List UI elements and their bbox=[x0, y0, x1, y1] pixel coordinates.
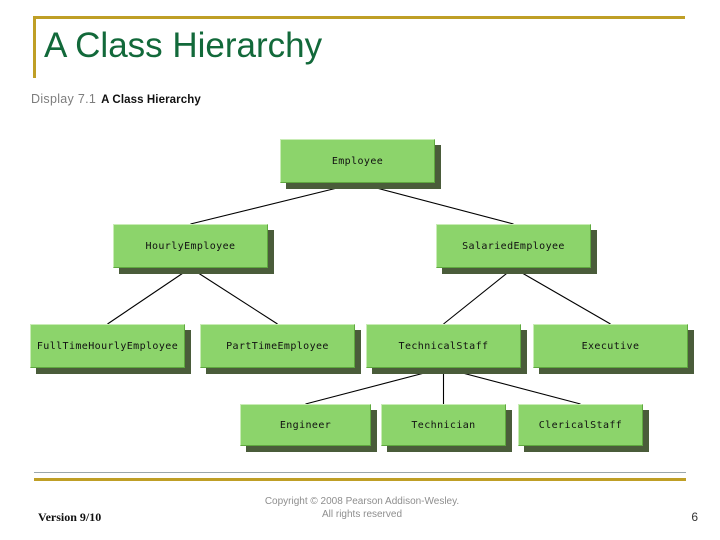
connector-layer bbox=[107, 182, 611, 405]
connector-employee-to-hourly-employee bbox=[190, 182, 358, 225]
footer-copyright-line-2: All rights reserved bbox=[321, 509, 403, 520]
slide-title-area: A Class Hierarchy bbox=[0, 0, 720, 86]
class-node-label: ClericalStaff bbox=[538, 419, 623, 431]
connector-technical-staff-to-engineer bbox=[305, 367, 444, 405]
class-node-salaried-employee[interactable]: SalariedEmployee bbox=[436, 224, 591, 268]
footer-gold-rule bbox=[34, 478, 686, 481]
class-node-parttime-employee[interactable]: PartTimeEmployee bbox=[200, 324, 355, 368]
class-node-label: HourlyEmployee bbox=[145, 240, 236, 252]
footer-copyright: Copyright © 2008 Pearson Addison-Wesley.… bbox=[232, 495, 492, 521]
display-caption-number: Display 7.1 bbox=[31, 92, 97, 106]
title-top-rule bbox=[33, 16, 685, 19]
slide-footer: Version 9/10 Copyright © 2008 Pearson Ad… bbox=[0, 472, 720, 540]
class-node-label: Employee bbox=[331, 155, 384, 167]
class-node-technical-staff[interactable]: TechnicalStaff bbox=[366, 324, 521, 368]
class-node-employee[interactable]: Employee bbox=[280, 139, 435, 183]
title-left-accent-bar bbox=[33, 16, 36, 78]
connector-hourly-employee-to-parttime-employee bbox=[190, 267, 278, 325]
page-number: 6 bbox=[691, 510, 698, 524]
connector-hourly-employee-to-fulltime-hourly bbox=[107, 267, 191, 325]
display-caption: Display 7.1 A Class Hierarchy bbox=[31, 92, 201, 107]
footer-thin-rule bbox=[34, 472, 686, 473]
class-node-label: PartTimeEmployee bbox=[226, 340, 329, 352]
class-node-engineer[interactable]: Engineer bbox=[240, 404, 371, 446]
class-node-label: Technician bbox=[411, 419, 476, 431]
class-node-label: FullTimeHourlyEmployee bbox=[36, 340, 179, 352]
connector-salaried-employee-to-technical-staff bbox=[443, 267, 514, 325]
class-node-technician[interactable]: Technician bbox=[381, 404, 506, 446]
class-node-fulltime-hourly[interactable]: FullTimeHourlyEmployee bbox=[30, 324, 185, 368]
connector-technical-staff-to-clerical-staff bbox=[443, 367, 581, 405]
connector-salaried-employee-to-executive bbox=[513, 267, 611, 325]
class-node-label: Engineer bbox=[279, 419, 332, 431]
class-node-clerical-staff[interactable]: ClericalStaff bbox=[518, 404, 643, 446]
footer-copyright-line-1: Copyright © 2008 Pearson Addison-Wesley. bbox=[264, 496, 460, 507]
class-node-hourly-employee[interactable]: HourlyEmployee bbox=[113, 224, 268, 268]
class-node-label: TechnicalStaff bbox=[398, 340, 489, 352]
class-node-label: Executive bbox=[581, 340, 640, 352]
class-node-label: SalariedEmployee bbox=[462, 240, 565, 252]
footer-version-label: Version 9/10 bbox=[38, 510, 102, 524]
page-title: A Class Hierarchy bbox=[44, 26, 323, 65]
class-node-executive[interactable]: Executive bbox=[533, 324, 688, 368]
connector-employee-to-salaried-employee bbox=[357, 182, 514, 225]
display-caption-title: A Class Hierarchy bbox=[101, 94, 201, 106]
